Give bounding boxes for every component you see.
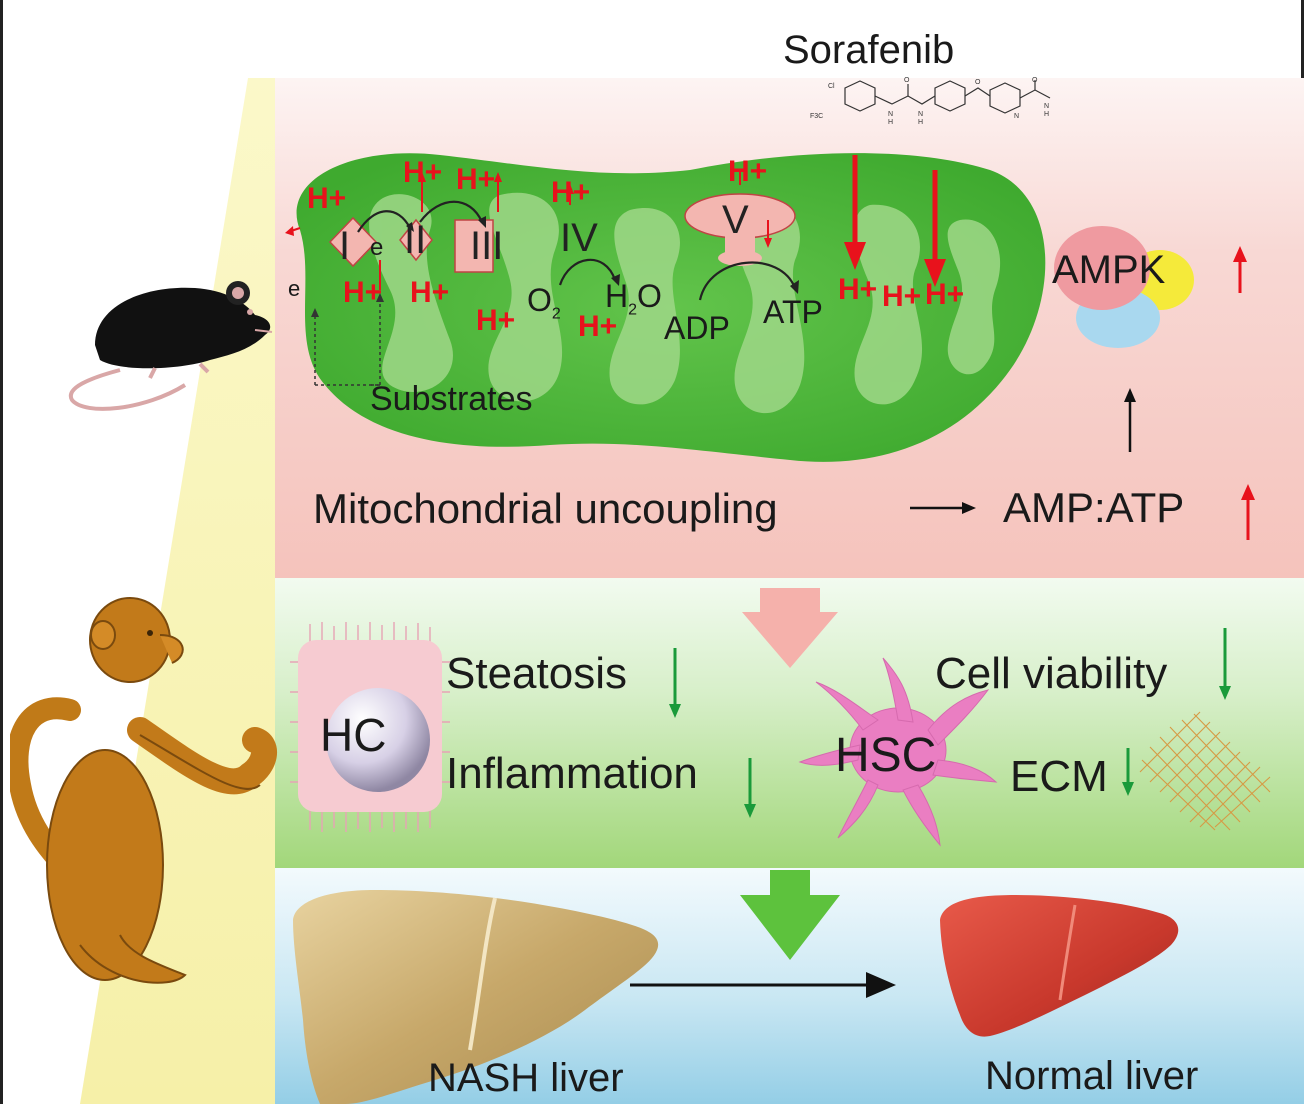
complex-iii-label: III [470,224,504,268]
normal-liver [940,895,1179,1037]
electron-arc-arrow [357,210,411,233]
proton-label: H+ [476,304,516,337]
ampk-activation-arrow [1124,388,1136,452]
svg-text:O: O [1032,77,1038,84]
proton-label: H+ [551,176,591,209]
complex-v-label: V [722,198,749,242]
nash-liver [293,890,659,1104]
ampk-alpha-subunit [1054,226,1150,310]
cell-viability-down-arrow [1219,628,1231,700]
svg-text:N: N [918,111,923,118]
left-frame-line [0,0,3,1104]
hepatocyte-cell [290,622,450,832]
complexes-layer [285,155,946,386]
complex-iii-shape [454,219,494,273]
normal-liver-label: Normal liver [985,1054,1199,1098]
steatosis-down-arrow [669,648,681,718]
ampk-label: AMPK [1052,248,1166,292]
proton-label: H+ [925,278,965,311]
proton-label: H+ [343,276,383,309]
proton-label: H+ [838,273,878,306]
svg-text:H: H [888,119,893,126]
monkey-illustration [10,597,277,984]
proton-label: H+ [578,310,618,343]
complex-ii-iii-arc [419,200,484,223]
ecm-label: ECM [1010,752,1108,801]
nash-to-normal-arrow [630,972,896,998]
ecm-down-arrow [1122,748,1134,796]
complex-i-label: I [339,224,351,268]
ampk-complex [1054,226,1194,348]
electron-label-substrate: e [288,276,301,301]
green-flow-arrow [740,870,840,960]
svg-text:H: H [1044,111,1049,118]
complex-ii-label: II [404,218,427,262]
complex-iv-label: IV [560,216,598,260]
adp-label: ADP [664,310,730,346]
nash-liver-label: NASH liver [428,1056,624,1100]
uncoupling-to-ratio-arrow [910,502,976,514]
pink-flow-arrow [742,588,838,668]
water-label: H2O [605,278,662,319]
oxygen-label: O2 [527,282,561,323]
atp-label: ATP [763,294,823,330]
ecm-mesh [1139,711,1271,831]
proton-label: H+ [410,276,450,309]
proton-label: H+ [307,182,347,215]
amp-atp-ratio-label: AMP:ATP [1003,484,1185,531]
mouse-illustration [68,281,273,411]
mitochondrial-uncoupling-label: Mitochondrial uncoupling [313,485,778,532]
svg-text:F3C: F3C [810,113,823,120]
svg-text:N: N [1044,103,1049,110]
svg-text:O: O [904,77,910,84]
hc-label: HC [320,709,387,761]
hsc-label: HSC [835,729,937,782]
svg-text:N: N [888,111,893,118]
inflammation-label: Inflammation [446,749,698,798]
sorafenib-structure: Cl F3C N H N H O O N O N H [810,77,1051,126]
sorafenib-label: Sorafenib [783,28,955,72]
proton-label: H+ [456,163,496,196]
proton-label: H+ [728,155,768,188]
svg-text:H: H [918,119,923,126]
electron-label: e [370,234,384,261]
proton-label: H+ [403,156,443,189]
hepatic-stellate-cell [798,657,998,847]
svg-text:O: O [975,79,981,86]
substrates-label: Substrates [370,380,533,418]
complex-i-shape [328,216,378,268]
svg-text:Cl: Cl [828,83,835,90]
ampk-up-arrow [1233,246,1247,293]
mitochondrion-shape [296,153,1046,462]
steatosis-label: Steatosis [446,649,627,698]
svg-text:N: N [1014,113,1019,120]
proton-label: H+ [882,280,922,313]
atp-synthesis-arc [698,261,797,301]
inflammation-down-arrow [744,758,756,818]
water-formation-arc [558,258,617,286]
cell-viability-label: Cell viability [935,649,1168,698]
amp-atp-up-arrow [1241,484,1255,540]
